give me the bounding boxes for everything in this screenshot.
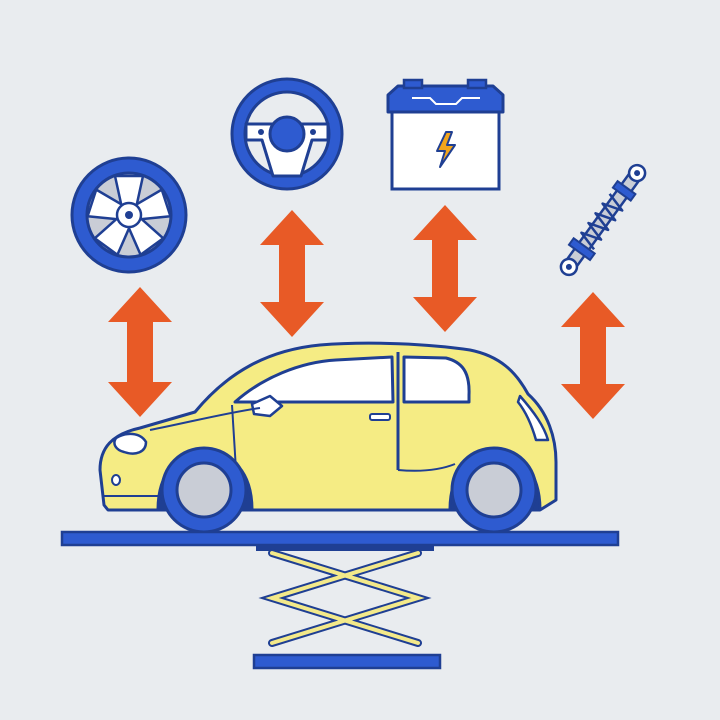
steering-wheel-icon: [230, 77, 344, 191]
car-front-wheel: [160, 446, 248, 534]
double-arrow-icon: [561, 292, 625, 419]
car-icon: [98, 341, 558, 534]
double-arrow-icon: [108, 287, 172, 417]
shock-absorber-icon: [559, 163, 647, 277]
car-battery-icon: [386, 78, 505, 191]
lightning-icon: [436, 131, 456, 168]
lift-platform: [60, 530, 620, 547]
lift-base: [252, 653, 442, 670]
scissor-lift-icon: [60, 530, 620, 670]
wheel-icon: [70, 156, 188, 274]
double-arrow-icon: [413, 205, 477, 332]
double-arrow-icon: [260, 210, 324, 337]
car-rear-wheel: [450, 446, 538, 534]
